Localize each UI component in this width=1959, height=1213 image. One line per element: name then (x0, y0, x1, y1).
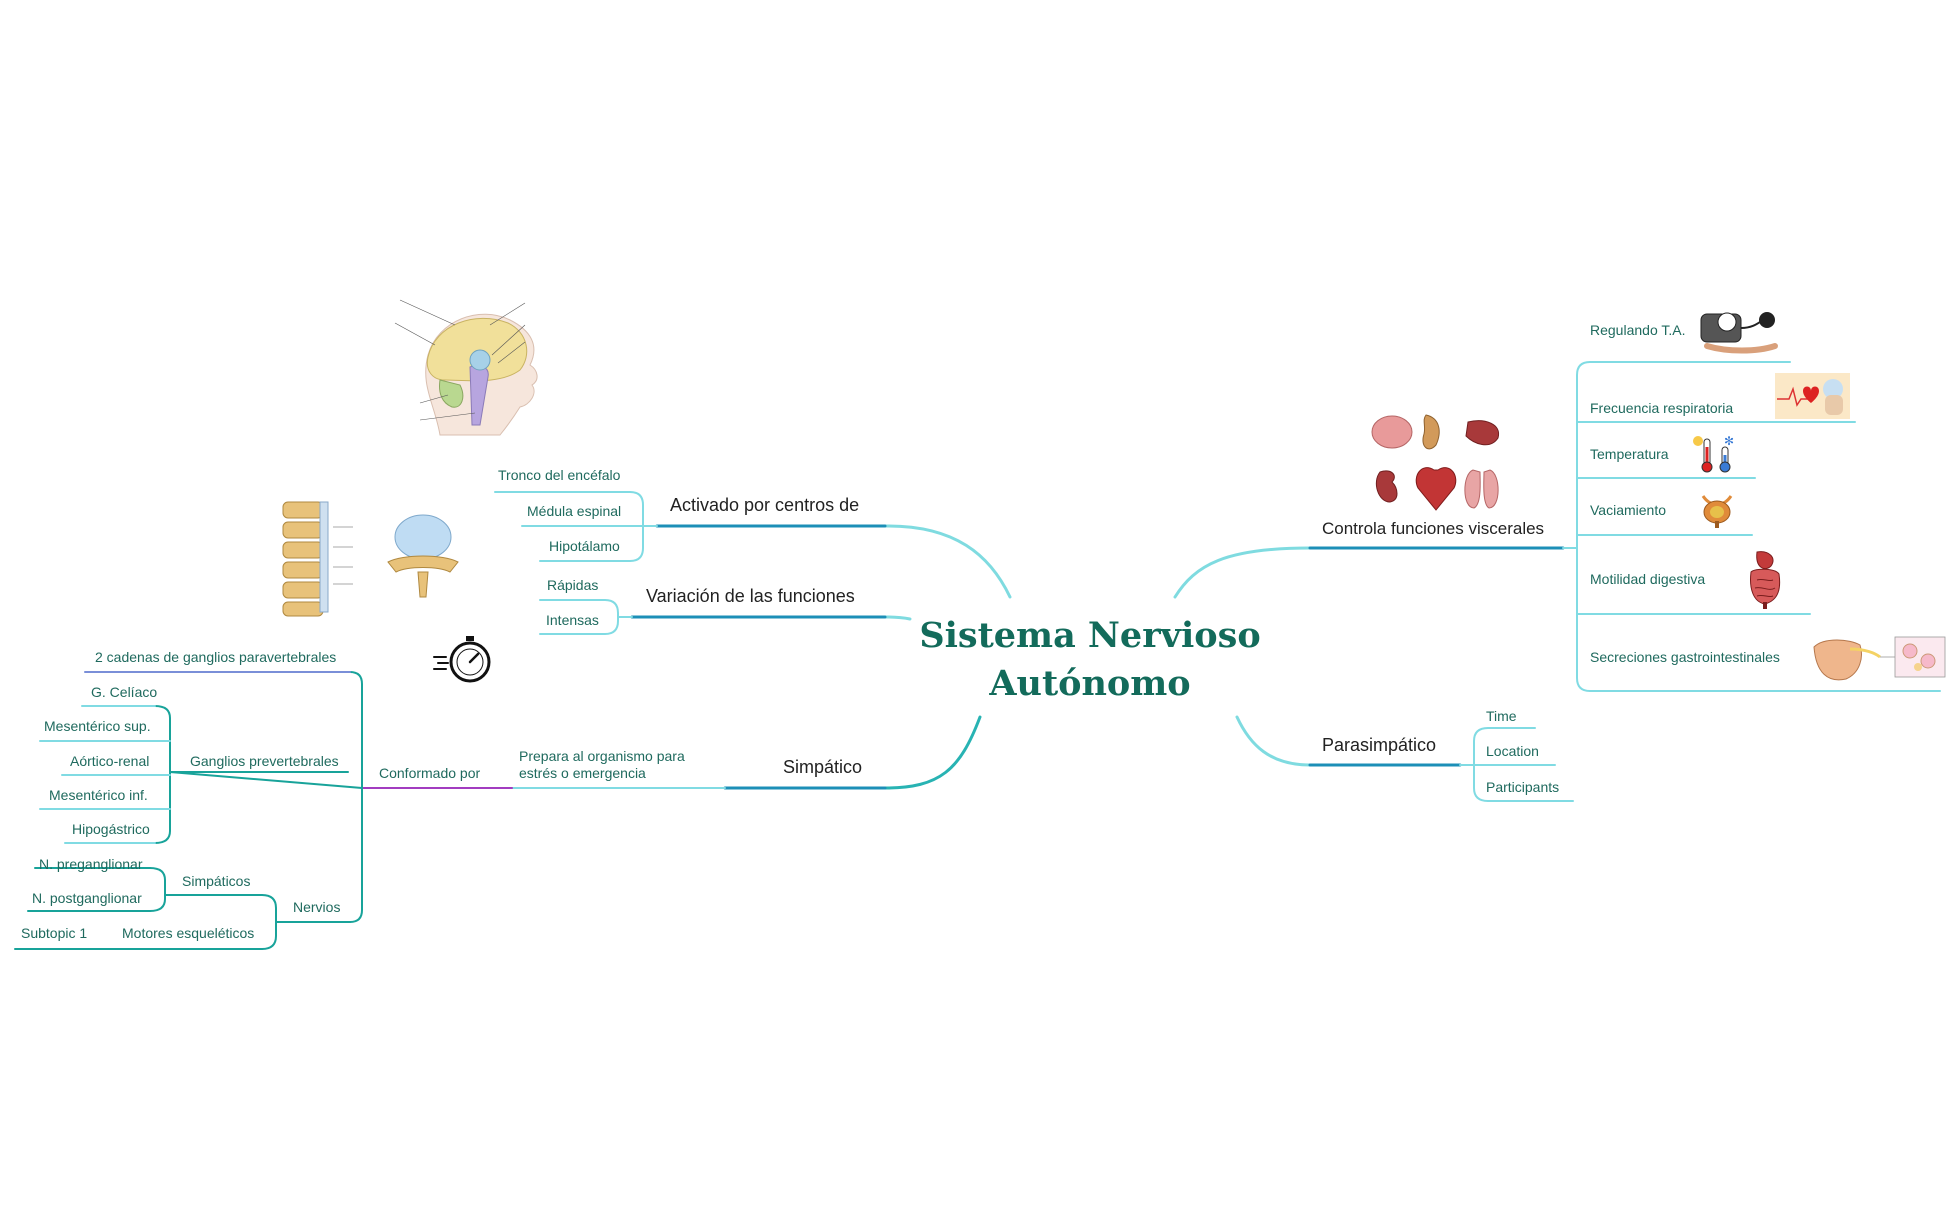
subtopic-rapidas[interactable]: Rápidas (547, 577, 599, 593)
subtopic-simpaticos[interactable]: Simpáticos (182, 873, 251, 889)
subtopic-prevertebrales[interactable]: Ganglios prevertebrales (190, 753, 339, 769)
subtopic-temperatura[interactable]: Temperatura (1590, 446, 1669, 462)
subtopic-hipogastrico[interactable]: Hipogástrico (72, 821, 150, 837)
subtopic-subtopic-1[interactable]: Subtopic 1 (21, 925, 88, 941)
stopwatch-icon (433, 636, 491, 683)
subtopic-postganglionar[interactable]: N. postganglionar (32, 890, 142, 906)
topic-activado[interactable]: Activado por centros de (670, 495, 860, 515)
central-topic[interactable]: Sistema Nervioso Autónomo (900, 612, 1280, 708)
subtopic-regulando-ta[interactable]: Regulando T.A. (1590, 322, 1686, 338)
digestive-icon (1750, 551, 1781, 609)
subtopic-intensas[interactable]: Intensas (546, 612, 599, 628)
thermometer-icon: ✻ (1693, 434, 1734, 473)
blood-pressure-icon (1700, 312, 1778, 354)
subtopic-frecuencia[interactable]: Frecuencia respiratoria (1590, 400, 1734, 416)
subtopic-conformado[interactable]: Conformado por (379, 765, 481, 781)
brain-diagram-icon (394, 299, 538, 436)
subtopic-mesenterico-inf[interactable]: Mesentérico inf. (49, 787, 148, 803)
subtopic-participants[interactable]: Participants (1486, 779, 1560, 795)
subtopic-preganglionar[interactable]: N. preganglionar (39, 856, 143, 872)
heart-lungs-icon (1775, 373, 1850, 419)
spine-diagram-icon (282, 501, 459, 617)
subtopic-cadenas[interactable]: 2 cadenas de ganglios paravertebrales (95, 649, 337, 665)
subtopic-medula[interactable]: Médula espinal (527, 503, 622, 519)
subtopic-motores[interactable]: Motores esqueléticos (122, 925, 255, 941)
subtopic-tronco[interactable]: Tronco del encéfalo (498, 467, 621, 483)
subtopic-nervios[interactable]: Nervios (293, 899, 341, 915)
pancreas-diagram-icon (1813, 636, 1946, 681)
subtopic-celiaco[interactable]: G. Celíaco (91, 684, 158, 700)
organs-icon (1371, 414, 1500, 511)
topic-parasimpatico[interactable]: Parasimpático (1322, 735, 1437, 755)
subtopic-prepara[interactable]: Prepara al organismo para estrés o emerg… (519, 748, 685, 781)
subtopic-hipotalamo[interactable]: Hipotálamo (549, 538, 620, 554)
subtopic-aortico-renal[interactable]: Aórtico-renal (70, 753, 150, 769)
central-topic-line-1: Sistema Nervioso (919, 615, 1261, 656)
subtopic-secreciones[interactable]: Secreciones gastrointestinales (1590, 649, 1780, 665)
bladder-icon (1701, 495, 1733, 528)
subtopic-motilidad[interactable]: Motilidad digestiva (1590, 571, 1706, 587)
svg-text:✻: ✻ (1724, 434, 1734, 448)
subtopic-location[interactable]: Location (1486, 743, 1539, 759)
subtopic-time[interactable]: Time (1486, 708, 1517, 724)
topic-simpatico[interactable]: Simpático (783, 757, 863, 777)
topic-variacion[interactable]: Variación de las funciones (646, 586, 855, 606)
topic-controla[interactable]: Controla funciones viscerales (1322, 519, 1545, 538)
subtopic-vaciamiento[interactable]: Vaciamiento (1590, 502, 1667, 518)
central-topic-line-2: Autónomo (989, 663, 1191, 704)
subtopic-mesenterico-sup[interactable]: Mesentérico sup. (44, 718, 151, 734)
